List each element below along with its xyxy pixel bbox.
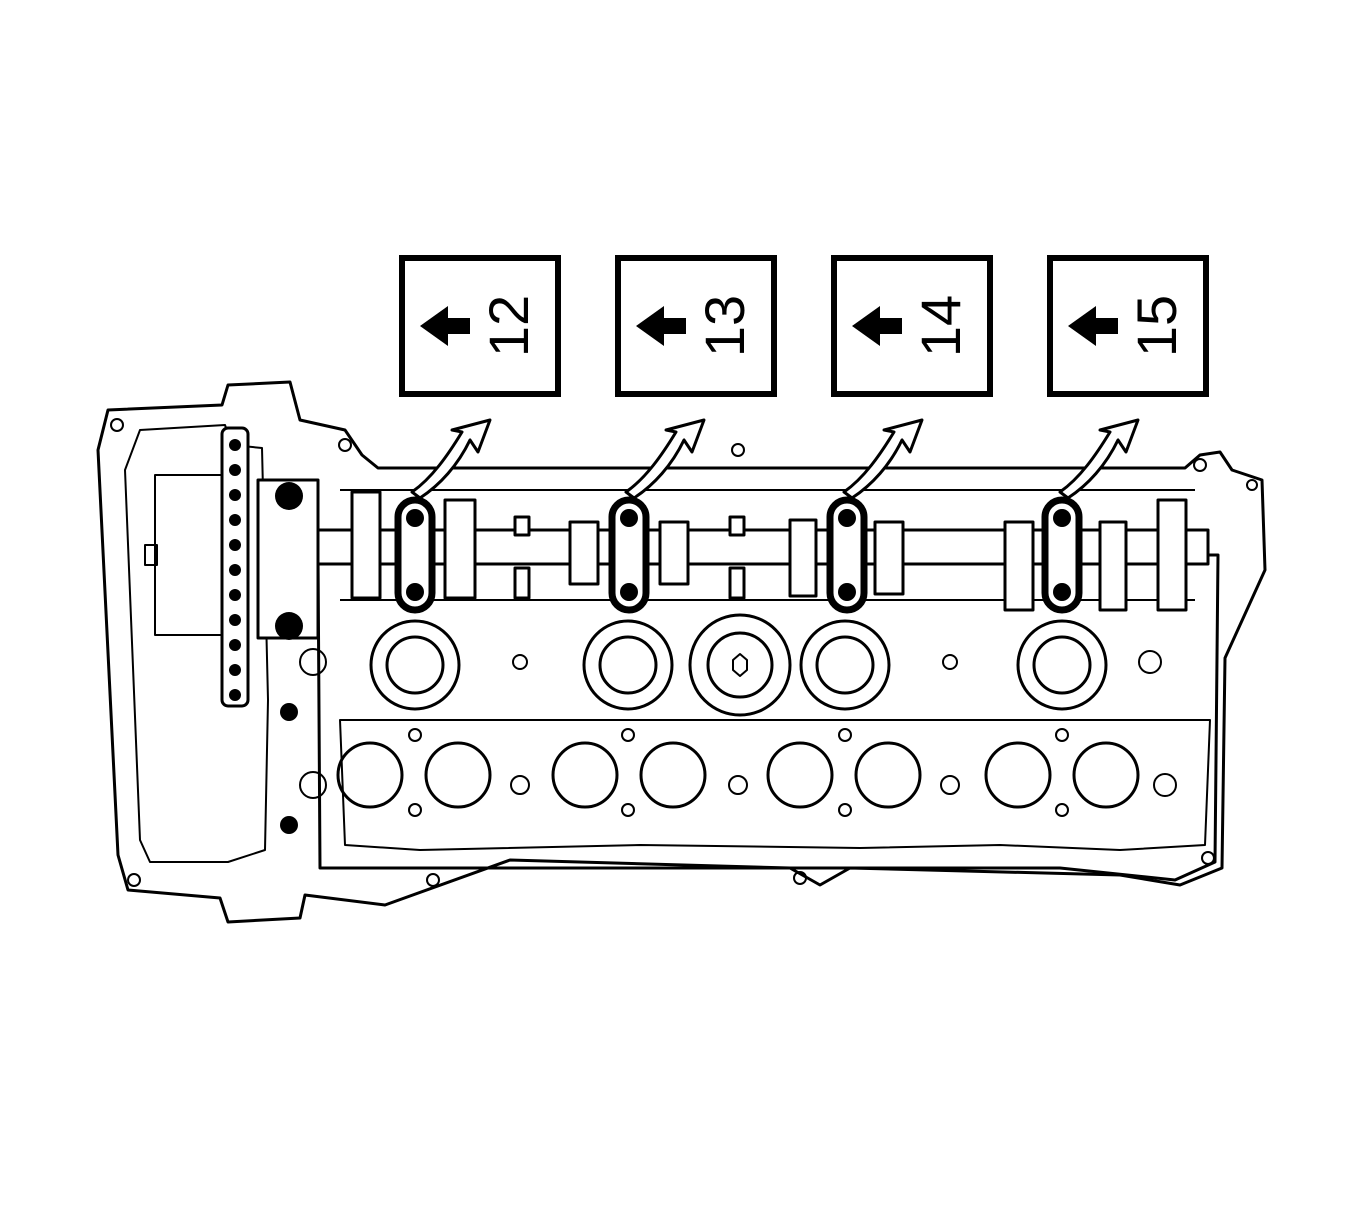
arrow-left-icon — [852, 306, 902, 346]
spark-plug-bosses — [369, 613, 1108, 717]
valve-ports — [336, 741, 1140, 809]
bolt-holes — [110, 418, 1258, 887]
callout-12: 12 — [399, 255, 561, 397]
callout-13: 13 — [615, 255, 777, 397]
head-deck-outline — [316, 553, 1220, 882]
cap-bolt-bottom — [275, 612, 303, 640]
head-gasket-outline — [96, 380, 1267, 924]
arrow-left-icon — [420, 306, 470, 346]
bearing-cap-12 — [394, 496, 436, 614]
callout-number: 14 — [909, 295, 972, 357]
bearing-cap-13 — [608, 496, 650, 614]
callout-box — [615, 255, 777, 397]
cam-lobes — [350, 490, 1188, 612]
arrow-left-icon — [636, 306, 686, 346]
pointer-arrows — [410, 418, 1140, 500]
arrow-left-icon — [1068, 306, 1118, 346]
callout-15: 15 — [1047, 255, 1209, 397]
timing-chain — [220, 426, 250, 708]
bearing-cap-15 — [1041, 496, 1083, 614]
callout-number: 12 — [477, 295, 540, 357]
callout-box — [831, 255, 993, 397]
tensioner-pin — [144, 544, 158, 566]
head-deck-inner-outline — [339, 719, 1211, 851]
cap-bolt-top — [275, 482, 303, 510]
bearing-cap-14 — [826, 496, 868, 614]
callout-number: 15 — [1125, 295, 1188, 357]
callout-14: 14 — [831, 255, 993, 397]
callout-number: 13 — [693, 295, 756, 357]
